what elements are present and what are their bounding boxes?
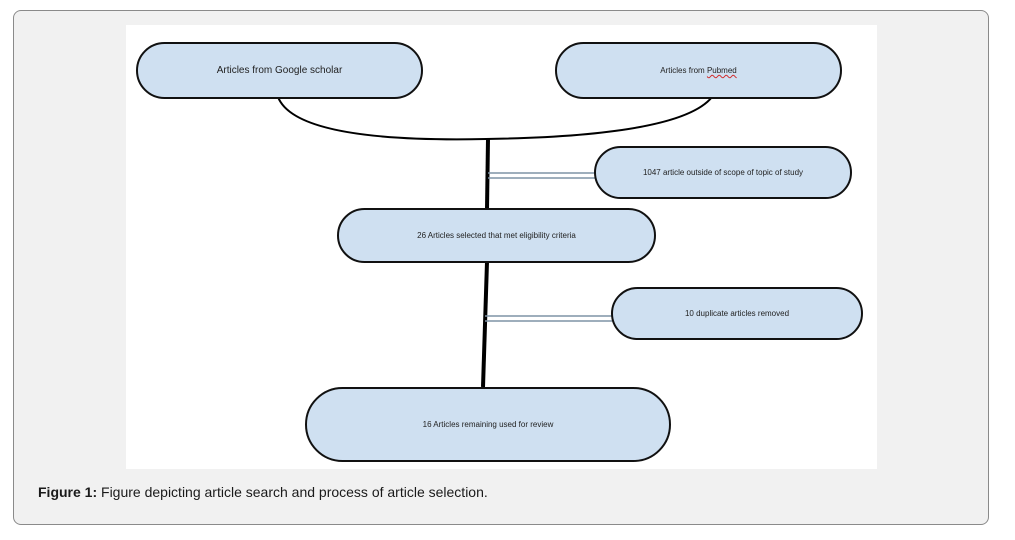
flow-diagram: Articles from Google scholar Articles fr… bbox=[126, 25, 877, 469]
figure-caption: Figure 1: Figure depicting article searc… bbox=[38, 484, 488, 500]
merge-curve bbox=[277, 96, 713, 141]
node-outside-scope-label: 1047 article outside of scope of topic o… bbox=[642, 168, 804, 177]
node-eligible: 26 Articles selected that met eligibilit… bbox=[337, 208, 656, 263]
node-pubmed: Articles from Pubmed bbox=[555, 42, 842, 99]
main-flow-line-bottom bbox=[481, 261, 489, 388]
node-google-scholar: Articles from Google scholar bbox=[136, 42, 423, 99]
caption-label: Figure 1: bbox=[38, 484, 98, 500]
main-flow-line-top bbox=[485, 138, 490, 210]
node-pubmed-label: Articles from Pubmed bbox=[660, 66, 736, 75]
diagram-connectors bbox=[277, 96, 713, 388]
node-pubmed-prefix: Articles from bbox=[660, 66, 707, 75]
node-remaining-label: 16 Articles remaining used for review bbox=[422, 420, 554, 429]
caption-text: Figure depicting article search and proc… bbox=[97, 484, 488, 500]
node-remaining: 16 Articles remaining used for review bbox=[305, 387, 671, 462]
node-eligible-label: 26 Articles selected that met eligibilit… bbox=[417, 231, 576, 240]
node-pubmed-word: Pubmed bbox=[706, 66, 737, 75]
node-duplicates-label: 10 duplicate articles removed bbox=[684, 309, 790, 318]
node-outside-scope: 1047 article outside of scope of topic o… bbox=[594, 146, 852, 199]
node-duplicates: 10 duplicate articles removed bbox=[611, 287, 863, 340]
node-google-scholar-label: Articles from Google scholar bbox=[216, 65, 343, 76]
